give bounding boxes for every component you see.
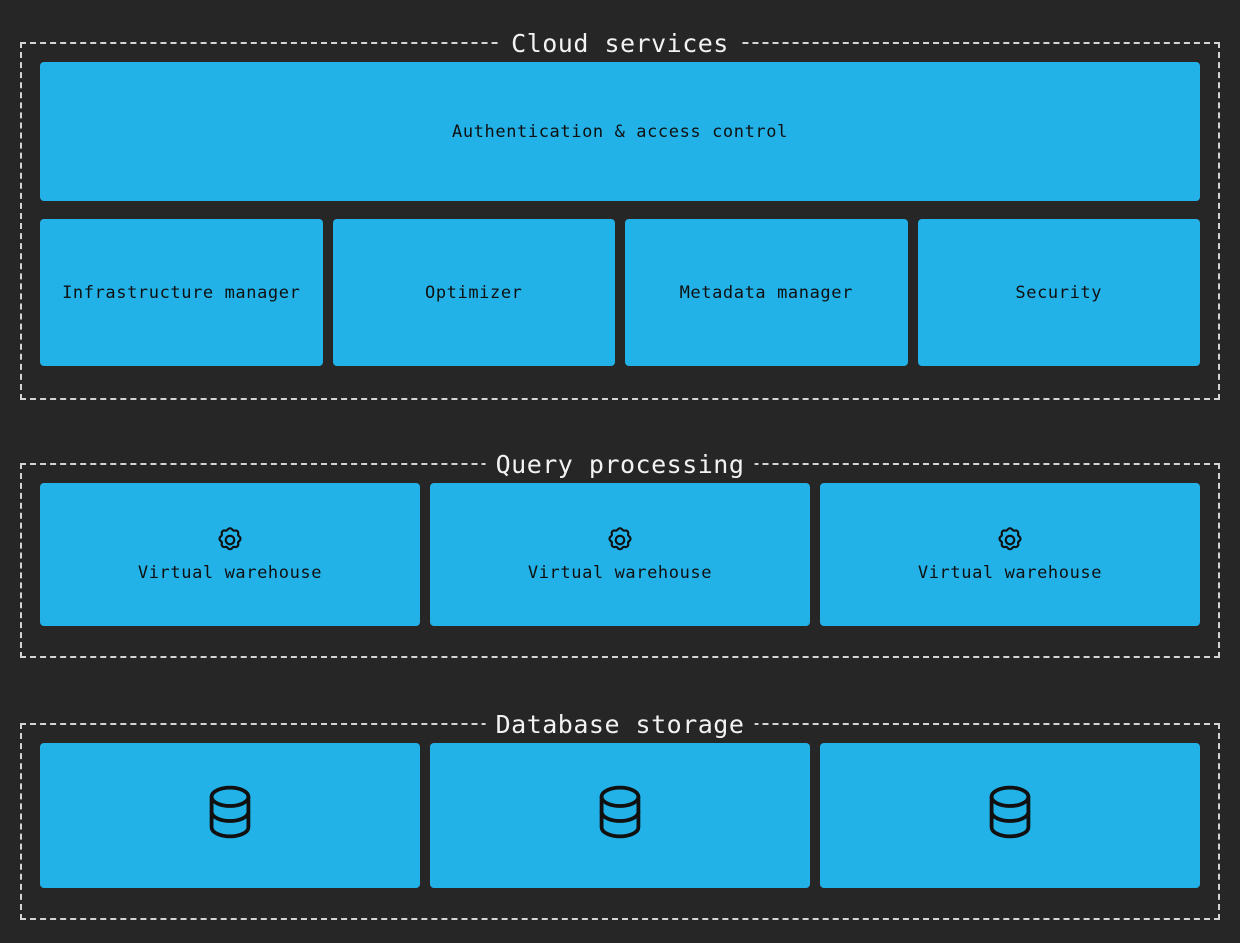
group-body-database-storage: [22, 725, 1218, 918]
node-security[interactable]: Security: [917, 219, 1200, 366]
node-virtual-warehouse-3[interactable]: Virtual warehouse: [820, 483, 1200, 626]
database-icon: [206, 784, 254, 840]
gear-icon: [995, 525, 1025, 555]
node-label: Infrastructure manager: [62, 282, 301, 303]
node-virtual-warehouse-1[interactable]: Virtual warehouse: [40, 483, 420, 626]
row-database-nodes: [40, 743, 1200, 888]
node-label: Metadata manager: [679, 282, 853, 303]
node-database-2[interactable]: [430, 743, 810, 888]
group-cloud-services: Cloud services Authentication & access c…: [20, 29, 1220, 400]
row-virtual-warehouses: Virtual warehouse Virtual warehouse: [40, 483, 1200, 626]
node-database-1[interactable]: [40, 743, 420, 888]
node-label: Authentication & access control: [452, 121, 788, 142]
node-metadata-manager[interactable]: Metadata manager: [625, 219, 908, 366]
database-icon: [986, 784, 1034, 840]
node-authentication-access-control[interactable]: Authentication & access control: [40, 62, 1200, 201]
row-authentication: Authentication & access control: [40, 62, 1200, 201]
node-label: Optimizer: [424, 282, 523, 303]
node-label: Virtual warehouse: [137, 563, 323, 583]
group-title-cloud-services: Cloud services: [501, 29, 739, 59]
node-database-3[interactable]: [820, 743, 1200, 888]
node-label: Virtual warehouse: [917, 563, 1103, 583]
row-cloud-services-components: Infrastructure manager Optimizer Metadat…: [40, 219, 1200, 366]
group-body-cloud-services: Authentication & access control Infrastr…: [22, 44, 1218, 398]
node-virtual-warehouse-2[interactable]: Virtual warehouse: [430, 483, 810, 626]
group-title-query-processing: Query processing: [485, 450, 755, 480]
node-label: Security: [1015, 282, 1103, 303]
node-infrastructure-manager[interactable]: Infrastructure manager: [40, 219, 323, 366]
group-query-processing: Query processing Virtual warehouse: [20, 450, 1220, 658]
gear-icon: [605, 525, 635, 555]
node-label: Virtual warehouse: [527, 563, 713, 583]
group-database-storage: Database storage: [20, 710, 1220, 920]
group-body-query-processing: Virtual warehouse Virtual warehouse: [22, 465, 1218, 656]
node-optimizer[interactable]: Optimizer: [332, 219, 615, 366]
gear-icon: [215, 525, 245, 555]
database-icon: [596, 784, 644, 840]
group-title-database-storage: Database storage: [485, 710, 755, 740]
